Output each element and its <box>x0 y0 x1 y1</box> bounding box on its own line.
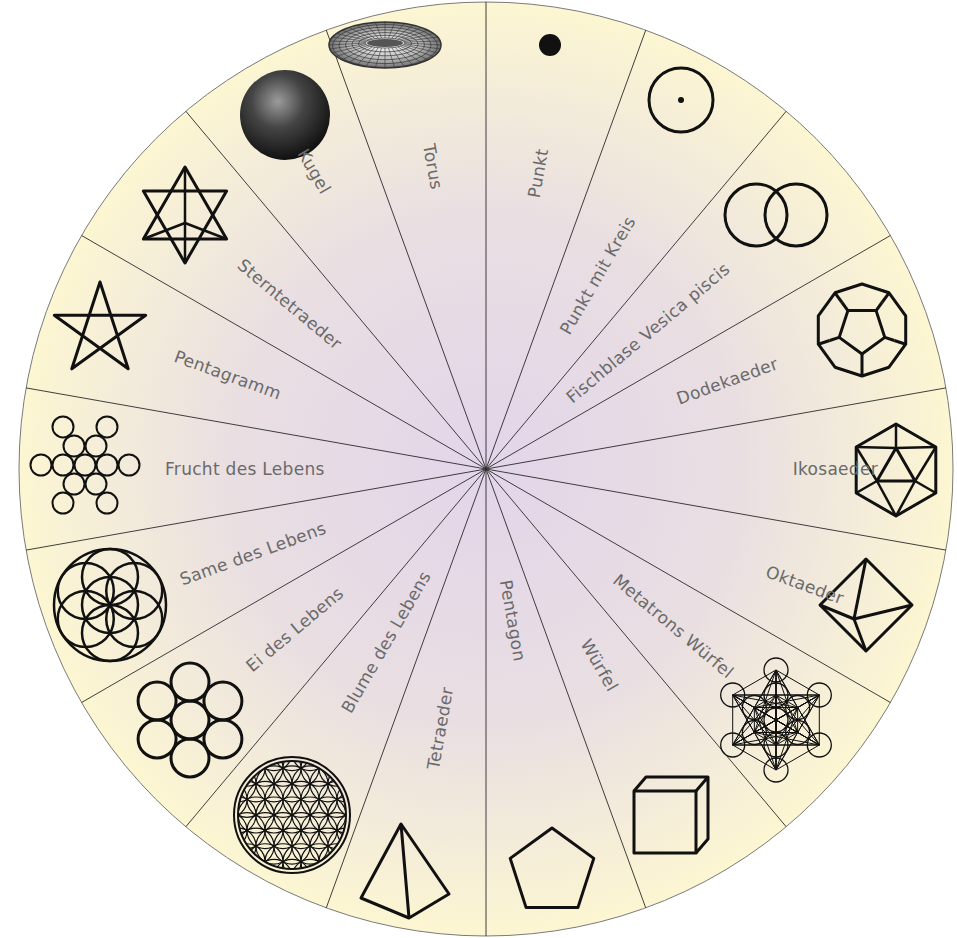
sector-line <box>486 111 786 469</box>
sector-line <box>486 2 487 469</box>
sector-line <box>186 469 486 827</box>
sector-label: Oktaeder <box>763 562 846 609</box>
sector-label: Pentagramm <box>171 346 283 404</box>
sector-label: Metatrons Würfel <box>609 570 738 683</box>
sector-label: Sterntetraeder <box>234 255 346 354</box>
circled-dot-symbol <box>649 68 713 132</box>
star-tetrahedron-symbol <box>143 167 226 263</box>
sector-line <box>26 388 486 469</box>
metatrons-cube-symbol <box>721 658 832 782</box>
sector-line <box>486 469 890 703</box>
pentagram-symbol <box>54 282 145 369</box>
cube-symbol <box>634 777 708 853</box>
egg-of-life-symbol <box>138 663 242 777</box>
sector-label: Kugel <box>293 145 335 197</box>
sector-label: Dodekaeder <box>674 353 781 409</box>
sector-line <box>486 30 646 469</box>
sector-label: Punkt <box>524 147 553 199</box>
sector-line <box>486 469 786 827</box>
sector-line <box>82 236 486 470</box>
sector-label: Torus <box>419 142 447 191</box>
sector-line <box>186 111 486 469</box>
sector-line <box>326 469 486 908</box>
torus-symbol <box>329 22 441 68</box>
sector-label: Tetraeder <box>423 685 458 771</box>
tetrahedron-symbol <box>361 824 449 918</box>
sector-label: Punkt mit Kreis <box>556 213 640 338</box>
wheel-disc <box>19 2 953 936</box>
fruit-of-life-symbol <box>31 416 140 513</box>
sector-label: Same des Lebens <box>177 518 329 590</box>
sector-line <box>486 469 946 550</box>
sector-label: Pentagon <box>496 578 530 663</box>
vesica-piscis-symbol <box>725 184 827 246</box>
sector-label: Ikosaeder <box>793 459 878 479</box>
sector-dividers <box>26 2 946 936</box>
sector-label: Würfel <box>576 635 622 695</box>
dot-symbol <box>539 34 561 56</box>
sector-line <box>326 30 486 469</box>
dodecahedron-symbol <box>818 284 905 376</box>
sphere-symbol <box>240 70 330 160</box>
sector-label: Blume des Lebens <box>337 567 435 716</box>
sector-label: Frucht des Lebens <box>165 459 325 479</box>
sector-line <box>486 236 890 470</box>
sector-label: Ei des Lebens <box>242 583 348 676</box>
seed-of-life-symbol <box>54 549 166 661</box>
sector-line <box>486 469 487 936</box>
flower-of-life-symbol <box>211 735 373 896</box>
sector-line <box>26 469 486 550</box>
sector-line <box>486 469 646 908</box>
pentagon-symbol <box>510 828 594 908</box>
sector-line <box>486 388 946 469</box>
